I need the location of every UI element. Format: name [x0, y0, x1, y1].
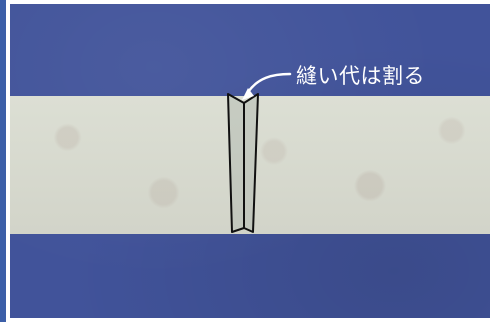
left-border-strip: [0, 0, 6, 322]
fabric-photo: 縫い代は割る: [10, 4, 490, 318]
seam-allowance-right-flap: [243, 93, 259, 233]
seam-allowance-left-flap: [227, 93, 245, 233]
pointer-arrowhead: [242, 88, 254, 100]
seam-allowance-illustration: [227, 72, 292, 233]
pointer-arrow-curve: [246, 72, 292, 94]
annotation-label: 縫い代は割る: [296, 64, 425, 88]
